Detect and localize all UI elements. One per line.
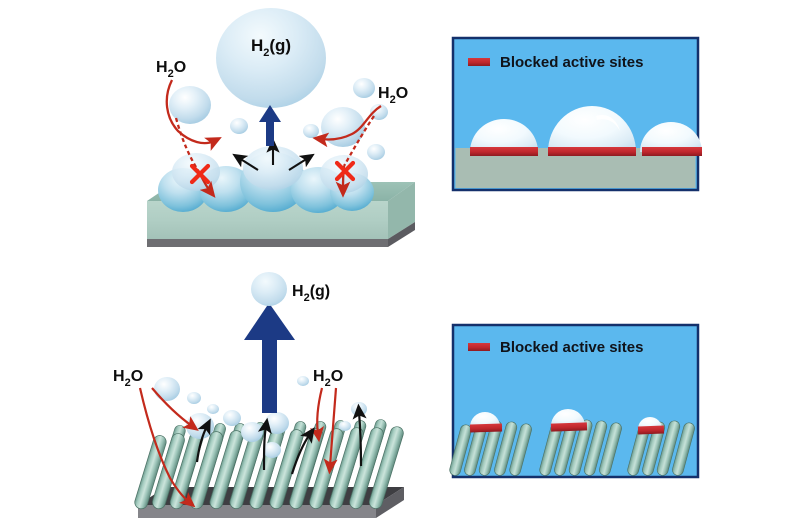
- water-arrow-deep: [323, 387, 338, 475]
- rod-base-side: [376, 487, 404, 518]
- free-bubble: [367, 144, 385, 160]
- water-arrow-accepted: [165, 79, 222, 151]
- escape-arrow: [352, 403, 367, 467]
- blocked-site-bar-bottom: [637, 425, 665, 435]
- free-bubble: [207, 404, 219, 414]
- legend-swatch-top[interactable]: [468, 58, 490, 66]
- free-bubble: [169, 86, 211, 124]
- free-bubbles-top: [169, 78, 388, 160]
- inset-nanorod: [509, 423, 532, 476]
- panel-planar-film-electrode: H2(g) H2O H2O: [147, 8, 415, 247]
- detached-h2-bubble-small: [251, 272, 287, 306]
- free-bubble: [263, 442, 281, 458]
- escape-arrow: [290, 427, 315, 475]
- bubble-spreading-arrows: [232, 138, 315, 171]
- h2-rise-arrow-top: [259, 105, 281, 146]
- inset-panel-nanorod: Blocked active sites: [449, 323, 700, 479]
- inset-bubble-bottom: [470, 412, 500, 427]
- nanorod: [209, 430, 244, 509]
- inset-nanorod: [672, 422, 695, 476]
- inset-nanorod: [568, 419, 593, 476]
- water-arrow-blocked-stem: [174, 117, 200, 173]
- free-bubble: [154, 377, 180, 401]
- free-bubble: [265, 412, 289, 434]
- h2-rise-arrow-bottom: [244, 303, 295, 413]
- coalesced-bubble-crown: [243, 146, 303, 190]
- inset-bubble-top: [470, 119, 538, 152]
- inset-nanorod: [599, 422, 622, 476]
- bubble-escape-arrows: [195, 403, 367, 475]
- blocked-cross-left: [189, 163, 211, 185]
- blocked-site-bar-bottom: [550, 422, 588, 432]
- free-bubble: [353, 78, 375, 98]
- inset-nanorod: [656, 420, 681, 476]
- water-arrow-blocked-stem: [343, 115, 375, 167]
- water-arrow-surface: [151, 387, 199, 431]
- water-flow-arrows-bottom-right: [310, 387, 338, 475]
- bubble-highlight: [596, 114, 620, 131]
- inset-nanorod: [642, 421, 666, 476]
- inset-bubble-bottom: [551, 409, 585, 426]
- base-side-face: [388, 222, 415, 247]
- free-bubble: [223, 410, 241, 426]
- nanorod: [349, 427, 384, 509]
- water-arrow-accepted: [312, 105, 382, 148]
- blocked-site-bar-top: [548, 147, 636, 156]
- water-label-bottom-left: H2O: [113, 368, 143, 389]
- panel-nanorod-array-electrode: H2(g) H2O H2O: [113, 272, 404, 518]
- surface-bubble-cluster: [158, 146, 374, 213]
- free-bubble: [230, 118, 248, 134]
- water-flow-arrows-bottom-left: [138, 387, 199, 508]
- blocked-site-bar-top: [642, 147, 702, 156]
- free-bubble: [321, 107, 365, 147]
- legend-label-bottom: Blocked active sites: [500, 339, 643, 356]
- legend-label-top: Blocked active sites: [500, 54, 643, 71]
- free-bubble: [187, 392, 201, 404]
- free-bubble: [370, 104, 388, 120]
- nanorod: [329, 427, 364, 509]
- water-arrow-deep: [138, 387, 196, 508]
- escape-arrow: [195, 418, 211, 463]
- water-arrow-surface: [310, 387, 324, 443]
- escape-arrow: [257, 417, 272, 471]
- water-label-top-left: H2O: [156, 59, 186, 80]
- free-bubble: [241, 422, 263, 442]
- water-label-bottom-right: H2O: [313, 368, 343, 389]
- free-bubble: [297, 376, 309, 386]
- arrow-upright: [288, 153, 315, 171]
- inset-panel-planar: Blocked active sites: [451, 36, 702, 192]
- nanorod: [189, 431, 224, 510]
- film-side-face: [388, 182, 415, 239]
- arrow-upleft: [232, 153, 259, 171]
- blocked-cross-right: [334, 160, 356, 182]
- h2g-label-bottom: H2(g): [292, 283, 330, 304]
- inset-bubble-top: [548, 106, 636, 152]
- free-bubble: [339, 421, 351, 431]
- legend-swatch-bottom[interactable]: [468, 343, 490, 351]
- inset-nanorod: [494, 421, 518, 476]
- detached-h2-bubble-large: [216, 8, 326, 108]
- inset-bubble-top: [640, 122, 702, 152]
- free-bubble: [303, 124, 319, 138]
- blocked-site-bar-bottom: [469, 423, 503, 433]
- h2g-label-top: H2(g): [251, 36, 291, 59]
- nanorod: [152, 433, 185, 510]
- nanorod: [368, 426, 404, 509]
- inset-nanorod: [583, 420, 608, 476]
- base-front-face: [147, 239, 388, 247]
- water-label-top-right: H2O: [378, 85, 408, 106]
- blocked-site-bar-top: [470, 147, 538, 156]
- inset-nanorod: [449, 424, 472, 476]
